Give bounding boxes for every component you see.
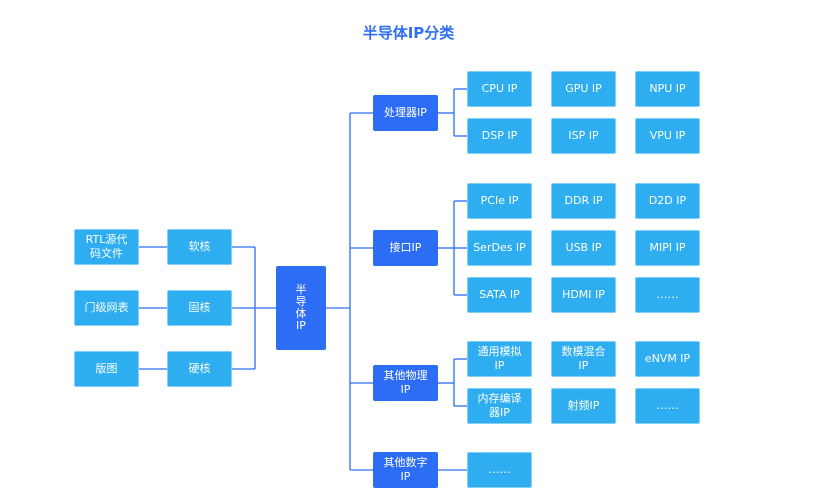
item-physical-more: ……	[635, 388, 700, 424]
item-dsp-ip: DSP IP	[467, 118, 532, 154]
item-serdes-ip: SerDes IP	[467, 230, 532, 266]
item-gpu-ip: GPU IP	[551, 71, 616, 107]
item-memory-compiler-ip: 内存编译 器IP	[467, 388, 532, 424]
item-ddr-ip: DDR IP	[551, 183, 616, 219]
category-other-physical: 其他物理 IP	[373, 365, 438, 401]
item-digital-more: ……	[467, 452, 532, 488]
left-desc-netlist: 门级网表	[74, 290, 139, 326]
type-hard-core: 硬核	[167, 351, 232, 387]
category-processor: 处理器IP	[373, 95, 438, 131]
item-d2d-ip: D2D IP	[635, 183, 700, 219]
item-mixed-signal-ip: 数模混合 IP	[551, 341, 616, 377]
item-sata-ip: SATA IP	[467, 277, 532, 313]
item-analog-ip: 通用模拟 IP	[467, 341, 532, 377]
type-soft-core: 软核	[167, 229, 232, 265]
item-rf-ip: 射频IP	[551, 388, 616, 424]
diagram-title: 半导体IP分类	[362, 24, 455, 42]
item-envm-ip: eNVM IP	[635, 341, 700, 377]
item-npu-ip: NPU IP	[635, 71, 700, 107]
type-firm-core: 固核	[167, 290, 232, 326]
center-node: 半 导 体 IP	[276, 266, 326, 350]
left-desc-layout: 版图	[74, 351, 139, 387]
item-hdmi-ip: HDMI IP	[551, 277, 616, 313]
item-cpu-ip: CPU IP	[467, 71, 532, 107]
item-mipi-ip: MIPI IP	[635, 230, 700, 266]
category-other-digital: 其他数字 IP	[373, 452, 438, 488]
item-isp-ip: ISP IP	[551, 118, 616, 154]
category-interface: 接口IP	[373, 230, 438, 266]
item-usb-ip: USB IP	[551, 230, 616, 266]
item-pcie-ip: PCIe IP	[467, 183, 532, 219]
item-interface-more: ……	[635, 277, 700, 313]
left-desc-rtl: RTL源代 码文件	[74, 229, 139, 265]
item-vpu-ip: VPU IP	[635, 118, 700, 154]
